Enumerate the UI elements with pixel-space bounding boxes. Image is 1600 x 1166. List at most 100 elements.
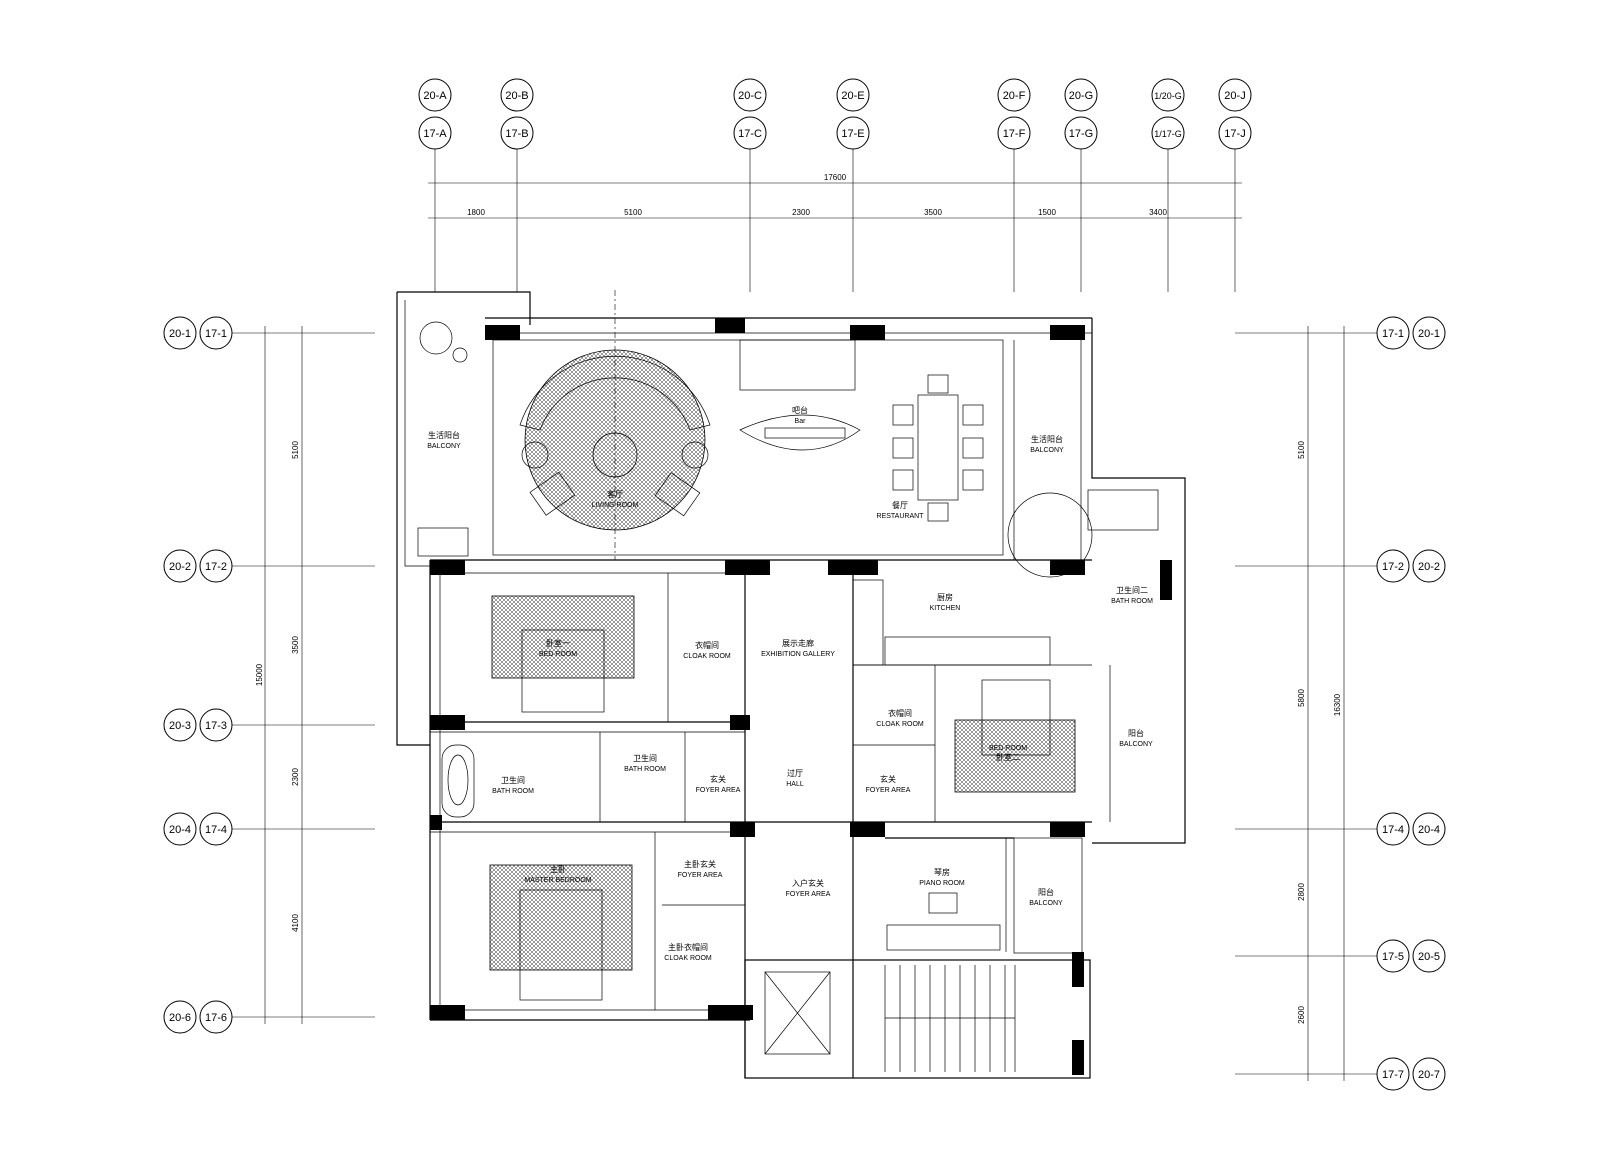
axis-label: 20-2	[1418, 561, 1440, 573]
room-name-cn: 卫生间	[501, 775, 525, 785]
room-name-cn: 生活阳台	[428, 430, 460, 440]
room-name-en: BALCONY	[1119, 741, 1153, 748]
axis-label: 20-B	[505, 90, 528, 102]
room-name-cn: 阳台	[1128, 728, 1144, 738]
axis-label: 17-2	[1382, 561, 1404, 573]
axis-bubble-row-7-right: 17-7 20-7	[1376, 1057, 1446, 1091]
left-axis-bubbles: 20-1 17-1 20-2 17-2 20-3 17-3 20-4 17-4 …	[163, 316, 233, 1034]
dimension-total-top: 17600	[824, 173, 847, 182]
left-dimension-chain: 15000 5100 3500 2300 4100	[232, 326, 375, 1024]
room-name-en: BED ROOM	[989, 745, 1027, 752]
axis-label: 20-F	[1003, 90, 1026, 102]
room-label-balcony-east: 生活阳台 BALCONY	[1030, 434, 1064, 454]
room-label-hall: 过厅 HALL	[786, 768, 804, 788]
axis-label: 17-C	[738, 128, 762, 140]
axis-bubble-C: 20-C 17-C	[733, 78, 767, 150]
room-name-en: BALCONY	[1029, 900, 1063, 907]
room-name-cn: 主卧衣帽间	[668, 942, 708, 952]
kitchen-counter	[852, 579, 884, 666]
axis-label: 17-F	[1003, 128, 1026, 140]
room-name-cn: 卧室二	[996, 752, 1020, 762]
axis-bubble-G: 20-G 17-G	[1064, 78, 1098, 150]
bar-counter	[739, 414, 861, 451]
dining-chairs	[892, 374, 984, 522]
room-name-en: PIANO ROOM	[919, 880, 965, 887]
axis-bubble-row-2-right: 17-2 20-2	[1376, 549, 1446, 583]
room-name-en: FOYER AREA	[678, 872, 723, 879]
room-label-master-bedroom: 主卧 MASTER BEDROOM	[524, 864, 591, 884]
axis-label: 17-B	[505, 128, 528, 140]
axis-label: 20-J	[1224, 90, 1245, 102]
room-name-en: HALL	[786, 781, 804, 788]
bed	[981, 679, 1051, 756]
axis-label: 20-3	[169, 720, 191, 732]
axis-label: 20-7	[1418, 1069, 1440, 1081]
dimension-total-right: 16300	[1333, 693, 1342, 716]
axis-label: 20-1	[1418, 328, 1440, 340]
axis-bubble-F: 20-F 17-F	[997, 78, 1031, 150]
room-name-cn: 餐厅	[892, 501, 908, 510]
axis-bubble-row-5-right: 17-5 20-5	[1376, 939, 1446, 973]
dimension-label: 5100	[291, 441, 300, 459]
dimension-label: 5100	[624, 208, 642, 217]
dimension-label: 1800	[467, 208, 485, 217]
piano-bench	[928, 892, 958, 914]
axis-bubble-J: 20-J 17-J	[1218, 78, 1252, 150]
elevator	[764, 971, 831, 1055]
room-label-cloak-room-1: 衣帽间 CLOAK ROOM	[683, 640, 731, 660]
room-label-cloak-room-2: 衣帽间 CLOAK ROOM	[876, 708, 924, 728]
bar-top	[764, 427, 846, 439]
room-name-en: Bar	[795, 418, 807, 425]
dimension-label: 3400	[1149, 208, 1167, 217]
side-table	[681, 441, 709, 469]
staircase	[884, 965, 1016, 1072]
room-label-balcony-piano: 阳台 BALCONY	[1029, 887, 1063, 907]
dimension-label: 2300	[792, 208, 810, 217]
axis-label: 20-A	[423, 90, 447, 102]
room-label-cloak-room-3: 主卧衣帽间 CLOAK ROOM	[664, 942, 712, 962]
curved-sofa	[519, 355, 711, 431]
room-name-cn: 卧室一	[546, 638, 570, 648]
room-name-cn: 主卧	[550, 864, 566, 874]
room-label-foyer-area-3: 主卧玄关 FOYER AREA	[678, 859, 723, 879]
axis-label: 17-E	[841, 128, 864, 140]
bed	[521, 629, 605, 713]
room-label-foyer-area-entry: 入户玄关 FOYER AREA	[786, 878, 831, 898]
dimension-label: 5800	[1297, 689, 1306, 707]
room-name-cn: 客厅	[607, 489, 623, 499]
axis-bubble-row-1-right: 17-1 20-1	[1376, 316, 1446, 350]
room-label-piano-room: 琴房 PIANO ROOM	[919, 867, 965, 887]
room-name-en: BATH ROOM	[624, 766, 666, 773]
axis-label: 17-1	[1382, 328, 1404, 340]
room-name-en: BALCONY	[427, 443, 461, 450]
room-name-en: CLOAK ROOM	[664, 955, 712, 962]
room-label-exhibition-gallery: 展示走廊 EXHIBITION GALLERY	[761, 638, 835, 658]
axis-bubble-row-2: 20-2 17-2	[163, 549, 233, 583]
room-name-cn: 卫生间	[633, 753, 657, 763]
axis-label: 1/17-G	[1154, 129, 1182, 139]
room-name-cn: 玄关	[710, 774, 726, 784]
dimension-label: 5100	[1297, 441, 1306, 459]
axis-bubble-row-6: 20-6 17-6	[163, 1000, 233, 1034]
room-name-en: BATH ROOM	[492, 788, 534, 795]
dining-table	[917, 394, 959, 501]
side-table	[521, 441, 549, 469]
axis-label: 20-4	[169, 824, 191, 836]
axis-label: 17-A	[423, 128, 447, 140]
room-name-cn: 厨房	[937, 592, 953, 602]
room-name-en: FOYER AREA	[866, 787, 911, 794]
axis-label: 17-1	[205, 328, 227, 340]
room-name-en: FOYER AREA	[786, 891, 831, 898]
bathtub	[1087, 489, 1159, 531]
top-dimension-chain: 17600 1800 5100 2300 3500 1500 3400	[428, 149, 1242, 292]
room-name-en: BATH ROOM	[1111, 598, 1153, 605]
axis-label: 1/20-G	[1154, 91, 1182, 101]
axis-label: 20-1	[169, 328, 191, 340]
room-name-cn: 衣帽间	[695, 640, 719, 650]
furniture	[417, 290, 1159, 1072]
axis-label: 20-6	[169, 1012, 191, 1024]
axis-label: 17-J	[1224, 128, 1245, 140]
room-name-en: CLOAK ROOM	[683, 653, 731, 660]
bed	[519, 889, 603, 1001]
